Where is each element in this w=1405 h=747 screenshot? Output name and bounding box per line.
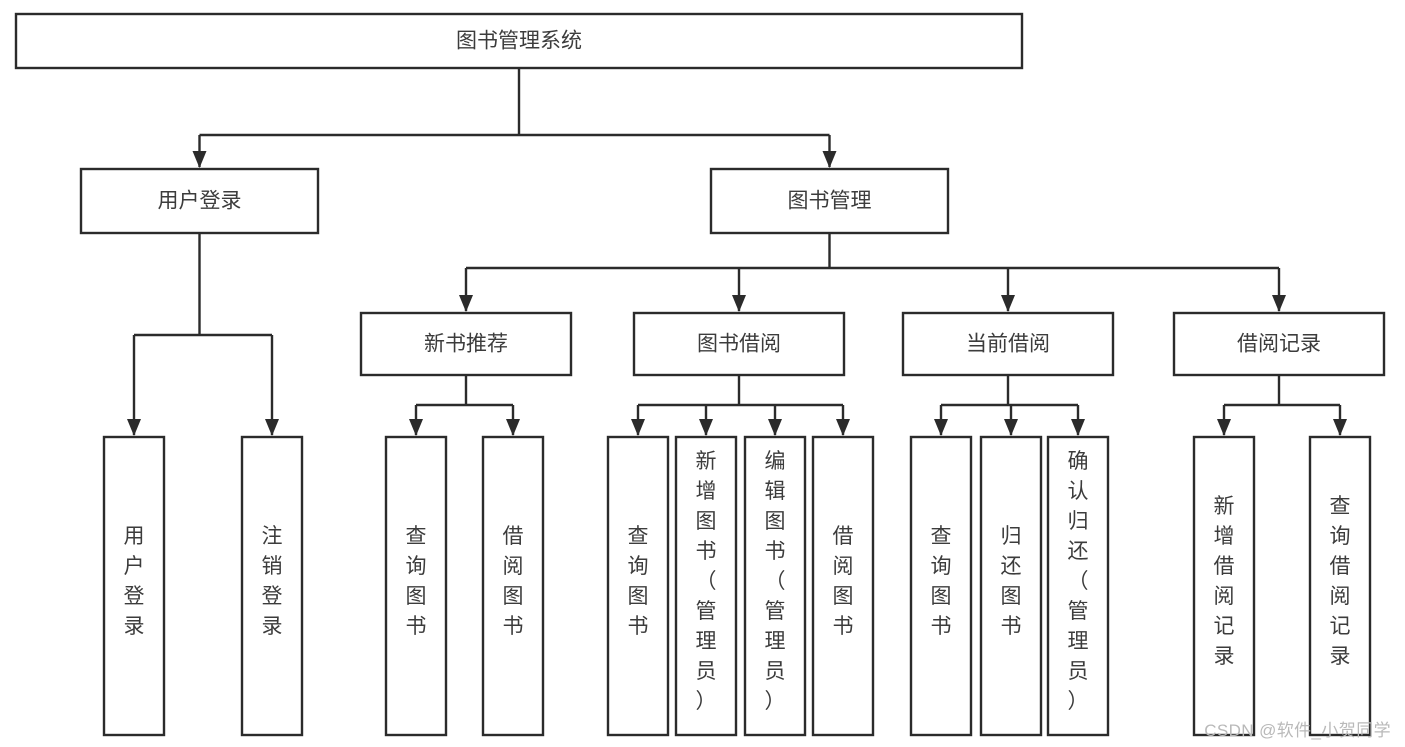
node-leaf-6[interactable]: 编辑图书（管理员） (743, 435, 807, 737)
arrow-mgmt-to-level3-1 (732, 295, 746, 312)
node-leaf-2-label: 查询图书 (406, 525, 427, 638)
arrow-record-to-leaf-1 (1333, 419, 1347, 436)
node-leaf-3-box (481, 435, 545, 737)
node-leaf-8-label: 查询图书 (931, 525, 952, 638)
arrow-root-to-level2-0 (192, 151, 207, 168)
node-leaf-3-label: 借阅图书 (503, 525, 524, 638)
node-leaf-5-box (674, 435, 738, 737)
node-leaf-7-box (811, 435, 875, 737)
node-leaf-9[interactable]: 归还图书 (979, 435, 1043, 737)
node-leaf-4-box (606, 435, 670, 737)
node-level2-1-label: 图书管理 (788, 190, 872, 213)
node-leaf-5-label: 新增图书（管理员） (696, 450, 717, 713)
arrow-login-to-leaf-1 (265, 419, 279, 436)
node-level3-3-box (1172, 311, 1386, 377)
node-leaf-0[interactable]: 用户登录 (102, 435, 166, 737)
watermark-text: CSDN @软件_小贺同学 (1204, 721, 1391, 740)
node-level2-1[interactable]: 图书管理 (709, 167, 950, 235)
node-layer: 图书管理系统用户登录图书管理新书推荐图书借阅当前借阅借阅记录用户登录注销登录查询… (14, 12, 1386, 737)
node-root-system-box (14, 12, 1024, 70)
node-leaf-4[interactable]: 查询图书 (606, 435, 670, 737)
node-leaf-11-box (1192, 435, 1256, 737)
node-leaf-10-box (1046, 435, 1110, 737)
node-leaf-3[interactable]: 借阅图书 (481, 435, 545, 737)
node-leaf-8-box (909, 435, 973, 737)
node-root-system[interactable]: 图书管理系统 (14, 12, 1024, 70)
node-level3-3-label: 借阅记录 (1237, 333, 1321, 356)
arrow-record-to-leaf-0 (1217, 419, 1231, 436)
node-leaf-6-label: 编辑图书（管理员） (765, 450, 786, 713)
node-level3-2-label: 当前借阅 (966, 333, 1050, 356)
node-leaf-4-label: 查询图书 (628, 525, 649, 638)
arrow-current-to-leaf-0 (934, 419, 948, 436)
node-leaf-12-box (1308, 435, 1372, 737)
arrow-borrow-to-leaf-3 (836, 419, 850, 436)
node-leaf-12-label: 查询借阅记录 (1330, 495, 1351, 668)
arrow-newbook-to-leaf-1 (506, 419, 520, 436)
node-root-system-label: 图书管理系统 (456, 30, 582, 53)
node-leaf-1[interactable]: 注销登录 (240, 435, 304, 737)
arrow-borrow-to-leaf-0 (631, 419, 645, 436)
arrow-mgmt-to-level3-3 (1272, 295, 1286, 312)
arrow-borrow-to-leaf-1 (699, 419, 713, 436)
node-leaf-8[interactable]: 查询图书 (909, 435, 973, 737)
arrow-mgmt-to-level3-0 (459, 295, 473, 312)
node-leaf-5[interactable]: 新增图书（管理员） (674, 435, 738, 737)
node-level3-2-box (901, 311, 1115, 377)
arrow-current-to-leaf-1 (1004, 419, 1018, 436)
node-leaf-7[interactable]: 借阅图书 (811, 435, 875, 737)
node-leaf-9-box (979, 435, 1043, 737)
node-level3-2[interactable]: 当前借阅 (901, 311, 1115, 377)
node-level3-0[interactable]: 新书推荐 (359, 311, 573, 377)
node-level3-1-label: 图书借阅 (697, 333, 781, 356)
node-level3-3[interactable]: 借阅记录 (1172, 311, 1386, 377)
node-leaf-2[interactable]: 查询图书 (384, 435, 448, 737)
arrow-mgmt-to-level3-2 (1001, 295, 1015, 312)
node-leaf-11[interactable]: 新增借阅记录 (1192, 435, 1256, 737)
arrow-borrow-to-leaf-2 (768, 419, 782, 436)
node-leaf-10[interactable]: 确认归还（管理员） (1046, 435, 1110, 737)
node-leaf-6-box (743, 435, 807, 737)
node-leaf-0-label: 用户登录 (124, 525, 145, 638)
connector-layer (127, 68, 1347, 436)
node-level2-0[interactable]: 用户登录 (79, 167, 320, 235)
node-leaf-9-label: 归还图书 (1001, 525, 1022, 638)
arrow-root-to-level2-1 (822, 151, 837, 168)
node-level3-0-box (359, 311, 573, 377)
node-leaf-1-label: 注销登录 (262, 525, 283, 638)
node-leaf-1-box (240, 435, 304, 737)
node-level3-1[interactable]: 图书借阅 (632, 311, 846, 377)
node-leaf-0-box (102, 435, 166, 737)
node-leaf-12[interactable]: 查询借阅记录 (1308, 435, 1372, 737)
arrow-newbook-to-leaf-0 (409, 419, 423, 436)
node-leaf-7-label: 借阅图书 (833, 525, 854, 638)
node-level3-1-box (632, 311, 846, 377)
node-level3-0-label: 新书推荐 (424, 333, 508, 356)
node-leaf-11-label: 新增借阅记录 (1214, 495, 1235, 668)
arrow-current-to-leaf-2 (1071, 419, 1085, 436)
node-leaf-2-box (384, 435, 448, 737)
node-level2-0-label: 用户登录 (158, 190, 242, 213)
node-level2-0-box (79, 167, 320, 235)
node-level2-1-box (709, 167, 950, 235)
arrow-login-to-leaf-0 (127, 419, 141, 436)
node-leaf-10-label: 确认归还（管理员） (1068, 450, 1089, 713)
